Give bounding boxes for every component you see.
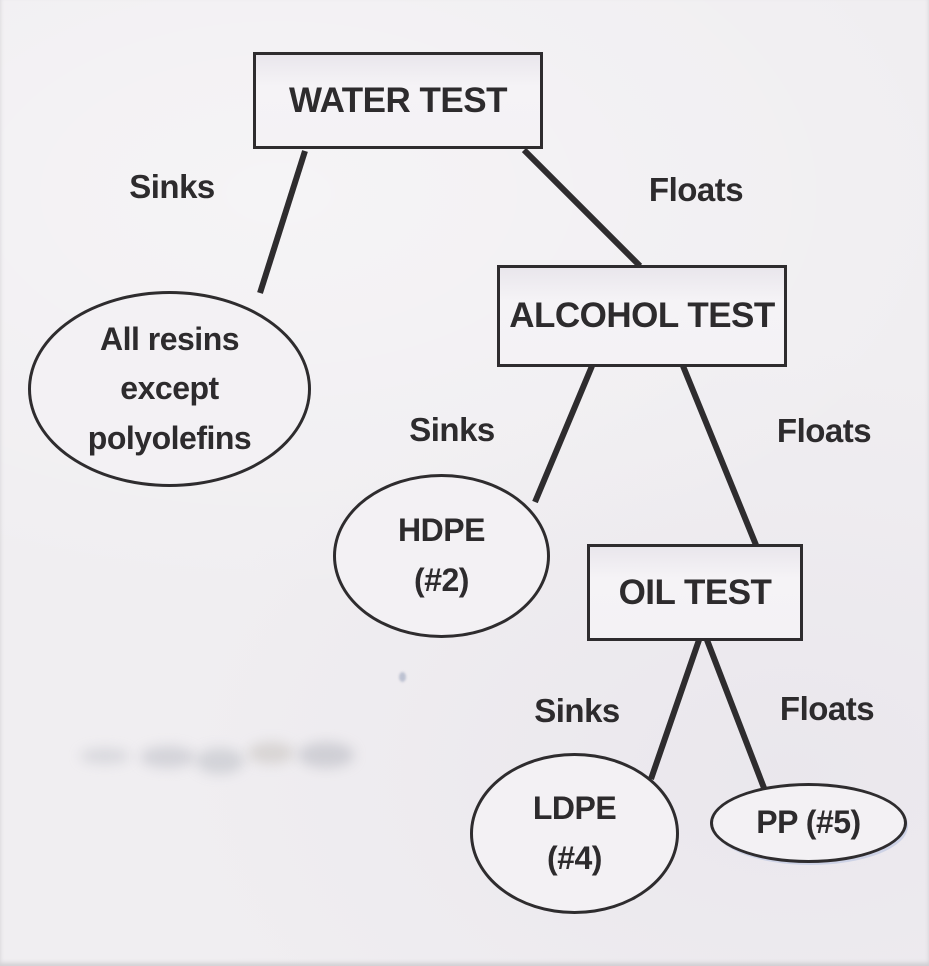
node-water-test: WATER TEST	[253, 52, 543, 149]
edge-oil-floats	[704, 638, 767, 790]
node-oil-test-label: OIL TEST	[618, 572, 772, 612]
result-pp-line1: PP (#5)	[756, 804, 861, 841]
edge-water-sinks	[257, 150, 308, 294]
result-ldpe-line2: (#4)	[547, 839, 602, 876]
edge-water-floats	[521, 147, 643, 269]
edge-alcohol-sinks	[532, 364, 595, 504]
scan-speck	[399, 672, 406, 682]
edge-alcohol-floats	[680, 364, 759, 547]
node-water-test-label: WATER TEST	[289, 80, 507, 120]
result-all-resins-line1: All resins	[99, 320, 240, 357]
branch-label-oil-floats: Floats	[779, 690, 875, 727]
node-oil-test: OIL TEST	[587, 544, 803, 641]
result-ldpe-line1: LDPE	[532, 789, 617, 826]
result-hdpe-line2: (#2)	[414, 562, 469, 598]
result-ldpe: LDPE (#4)	[470, 753, 679, 914]
result-hdpe-line1: HDPE	[398, 512, 485, 549]
branch-label-water-sinks: Sinks	[129, 168, 215, 205]
branch-label-alcohol-sinks: Sinks	[409, 411, 495, 448]
result-all-resins: All resins except polyolefins	[28, 291, 311, 487]
node-alcohol-test: ALCOHOL TEST	[497, 265, 787, 367]
node-alcohol-test-label: ALCOHOL TEST	[509, 296, 775, 335]
edge-oil-sinks	[648, 639, 702, 780]
branch-label-alcohol-floats: Floats	[776, 412, 872, 449]
result-all-resins-line3: polyolefins	[87, 419, 252, 456]
result-pp: PP (#5)	[710, 783, 907, 863]
result-hdpe: HDPE (#2)	[333, 474, 550, 638]
branch-label-oil-sinks: Sinks	[534, 692, 620, 729]
branch-label-water-floats: Floats	[648, 171, 744, 208]
result-all-resins-line2: except	[120, 370, 219, 407]
